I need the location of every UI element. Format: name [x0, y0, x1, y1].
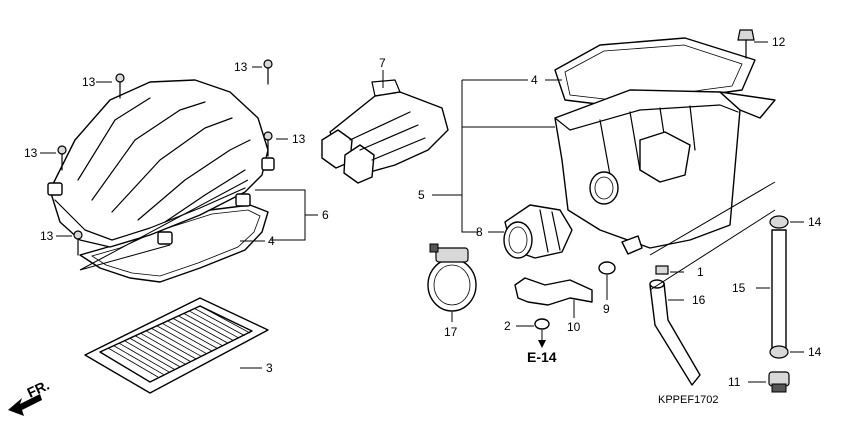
filter-pleat [161, 322, 213, 352]
filter-pleat [124, 340, 175, 370]
leader-lines [40, 41, 804, 383]
drain-plug-assembly [768, 215, 790, 393]
filter-pleat [140, 332, 191, 362]
filter-pleat [172, 318, 224, 347]
filter-pleat [145, 330, 197, 360]
plug-1 [655, 265, 669, 275]
label-7: 7 [379, 56, 386, 70]
connecting-boot [503, 204, 573, 259]
filter-pleat [156, 325, 207, 355]
breather-tube [514, 277, 593, 306]
label-15: 15 [732, 281, 746, 295]
front-direction-indicator: FR. [8, 377, 52, 416]
intake-duct [321, 79, 449, 184]
label-13: 13 [24, 146, 38, 160]
label-4: 4 [531, 73, 538, 87]
filter-pleat [113, 345, 164, 375]
label-4: 4 [268, 234, 275, 248]
label-9: 9 [603, 302, 610, 316]
filter-pleat [167, 320, 218, 349]
label-12: 12 [772, 35, 786, 49]
label-13: 13 [40, 229, 54, 243]
filter-pleat [199, 305, 251, 334]
reference-e14: E-14 [527, 349, 557, 365]
label-14: 14 [808, 345, 822, 359]
label-8: 8 [476, 225, 483, 239]
label-3: 3 [266, 361, 273, 375]
label-13: 13 [292, 132, 306, 146]
filter-pleat [118, 342, 170, 373]
label-13: 13 [234, 60, 248, 74]
drawing-code: KPPEF1702 [658, 394, 719, 406]
bolt-12 [737, 29, 755, 59]
label-2: 2 [504, 319, 511, 333]
air-filter-element [84, 297, 269, 394]
arrow-left-icon [8, 394, 42, 416]
label-10: 10 [567, 320, 581, 334]
filter-pleat [129, 337, 180, 367]
label-5: 5 [418, 188, 425, 202]
filter-pleat [178, 315, 229, 344]
hose-clamp [427, 243, 477, 312]
part-labels: 13 13 13 13 13 6 4 3 7 4 5 8 12 17 10 9 … [24, 35, 822, 389]
label-17: 17 [444, 325, 458, 339]
air-cleaner-cover [47, 79, 275, 283]
filter-pleat [188, 310, 240, 339]
direction-label: FR. [25, 377, 52, 401]
air-cleaner-case [554, 37, 776, 255]
clip-2 [534, 318, 550, 330]
label-6: 6 [322, 208, 329, 222]
label-16: 16 [692, 293, 706, 307]
label-11: 11 [728, 375, 741, 389]
filter-pleat [134, 335, 186, 365]
clip-9 [598, 261, 616, 275]
filter-pleat [151, 327, 202, 357]
filter-pleat [107, 347, 159, 378]
drain-tube [649, 279, 701, 386]
label-1: 1 [697, 265, 704, 279]
label-13: 13 [82, 75, 96, 89]
filter-pleat [183, 313, 234, 342]
label-14: 14 [808, 215, 822, 229]
filter-pleat [194, 308, 245, 336]
screw-13-group [57, 59, 273, 256]
